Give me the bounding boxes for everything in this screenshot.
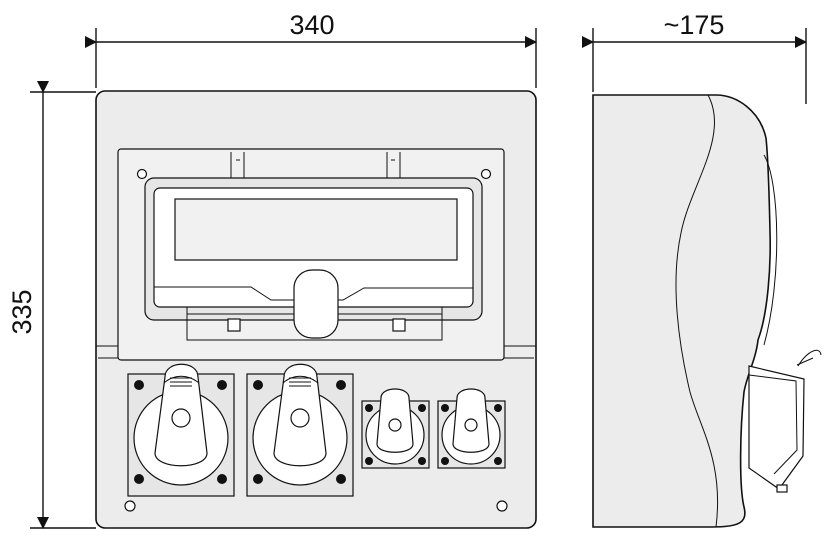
large-socket-right [246, 363, 354, 497]
front-screw-left [124, 500, 136, 512]
height-dimension: 335 [7, 81, 96, 529]
width-dimension: 340 [85, 10, 537, 88]
front-screw-right [496, 500, 508, 512]
depth-dimension: ~175 [582, 10, 807, 104]
width-label: 340 [289, 10, 334, 40]
side-angled-socket [748, 349, 822, 493]
small-socket-left [361, 388, 430, 469]
small-socket-right [437, 388, 506, 469]
depth-label: ~175 [664, 10, 725, 40]
enclosure-side [592, 94, 771, 528]
height-label: 335 [7, 289, 37, 334]
large-socket-left [127, 363, 235, 497]
front-view [95, 90, 537, 529]
side-view [592, 94, 822, 528]
breaker-window [117, 148, 505, 361]
